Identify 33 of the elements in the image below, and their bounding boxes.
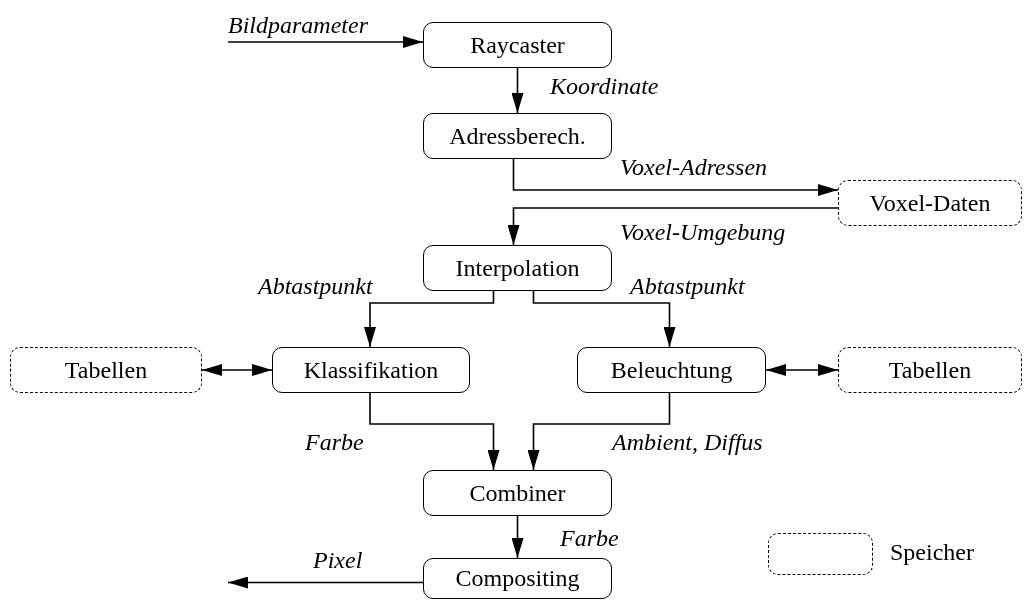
edge-label: Farbe — [305, 428, 364, 456]
arrow — [511, 515, 524, 559]
edge-label: Abtastpunkt — [630, 272, 745, 300]
edge-label: Pixel — [313, 546, 363, 574]
edge-label: Voxel-Umgebung — [620, 218, 786, 246]
process-box: Klassifikation — [272, 347, 470, 393]
edge-label: Koordinate — [550, 72, 659, 100]
storage-box: Tabellen — [10, 347, 202, 393]
process-box: Beleuchtung — [577, 347, 766, 393]
edge-label: Voxel-Adressen — [620, 153, 768, 181]
edge-label: Abtastpunkt — [258, 272, 373, 300]
arrow — [532, 290, 676, 348]
edge-label: Farbe — [560, 524, 619, 552]
storage-box: Voxel-Daten — [838, 180, 1022, 226]
process-box: Combiner — [423, 470, 612, 516]
arrow — [512, 158, 839, 196]
arrow — [227, 36, 424, 48]
process-box: Compositing — [423, 558, 612, 599]
arrow — [527, 392, 671, 471]
process-box: Raycaster — [423, 22, 612, 68]
arrow — [227, 576, 424, 589]
arrow — [369, 392, 500, 471]
process-box: Adressberech. — [423, 113, 612, 159]
edge-label: Bildparameter — [228, 11, 368, 39]
arrow — [511, 67, 524, 114]
arrow — [765, 364, 839, 376]
arrow — [507, 207, 839, 246]
storage-box: Tabellen — [838, 347, 1022, 393]
arrow — [364, 290, 495, 348]
process-box: Interpolation — [423, 245, 612, 291]
legend-label: Speicher — [890, 539, 974, 566]
arrow — [201, 364, 273, 376]
edge-label: Ambient, Diffus — [612, 428, 763, 456]
